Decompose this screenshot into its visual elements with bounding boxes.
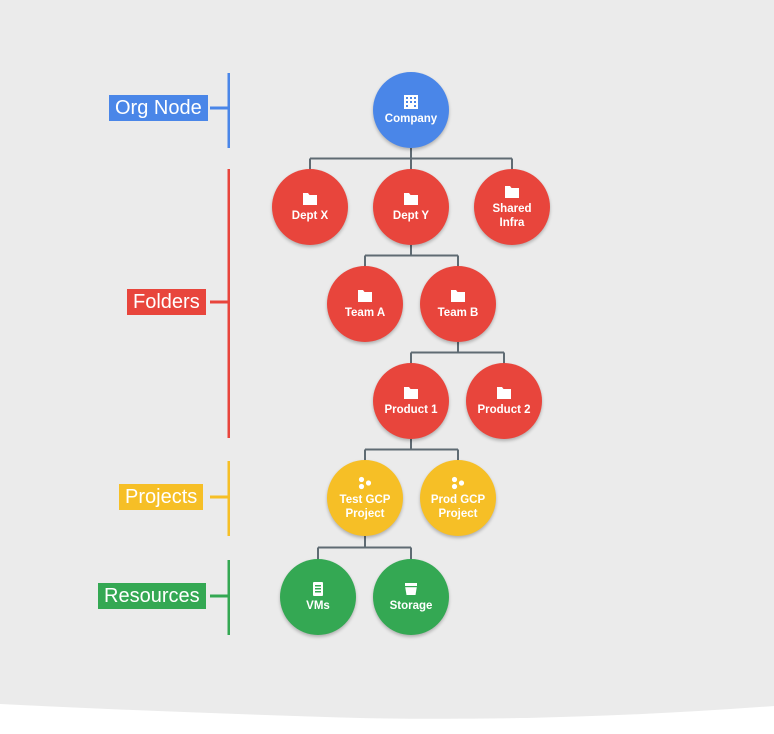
connector-team-b xyxy=(410,342,505,367)
folder-icon xyxy=(496,386,512,400)
connector-test-gcp-project xyxy=(317,536,412,563)
folder-icon xyxy=(302,192,318,206)
node-test-gcp-project: Test GCP Project xyxy=(327,460,403,536)
level-bracket-org-node xyxy=(210,73,230,148)
node-dept-y: Dept Y xyxy=(373,169,449,245)
node-product-1: Product 1 xyxy=(373,363,449,439)
node-product-2: Product 2 xyxy=(466,363,542,439)
node-storage: Storage xyxy=(373,559,449,635)
folder-icon xyxy=(403,192,419,206)
storage-icon xyxy=(403,582,419,596)
node-dept-x: Dept X xyxy=(272,169,348,245)
node-vms: VMs xyxy=(280,559,356,635)
node-company: Company xyxy=(373,72,449,148)
project-icon xyxy=(357,476,373,490)
connector-company xyxy=(309,148,513,173)
folder-icon xyxy=(357,289,373,303)
level-label-resources: Resources xyxy=(98,583,206,609)
project-icon xyxy=(450,476,466,490)
vm-icon xyxy=(310,582,326,596)
level-label-org-node: Org Node xyxy=(109,95,208,121)
connector-product-1 xyxy=(364,439,459,464)
folder-icon xyxy=(450,289,466,303)
node-team-a: Team A xyxy=(327,266,403,342)
connector-dept-y xyxy=(364,245,459,270)
node-shared-infra: Shared Infra xyxy=(474,169,550,245)
node-prod-gcp-project: Prod GCP Project xyxy=(420,460,496,536)
building-icon xyxy=(403,95,419,109)
folder-icon xyxy=(504,185,520,199)
level-label-projects: Projects xyxy=(119,484,204,510)
level-label-folders: Folders xyxy=(127,289,206,315)
node-team-b: Team B xyxy=(420,266,496,342)
level-bracket-folders xyxy=(210,169,230,438)
level-bracket-projects xyxy=(210,461,230,536)
folder-icon xyxy=(403,386,419,400)
level-bracket-resources xyxy=(210,560,230,635)
